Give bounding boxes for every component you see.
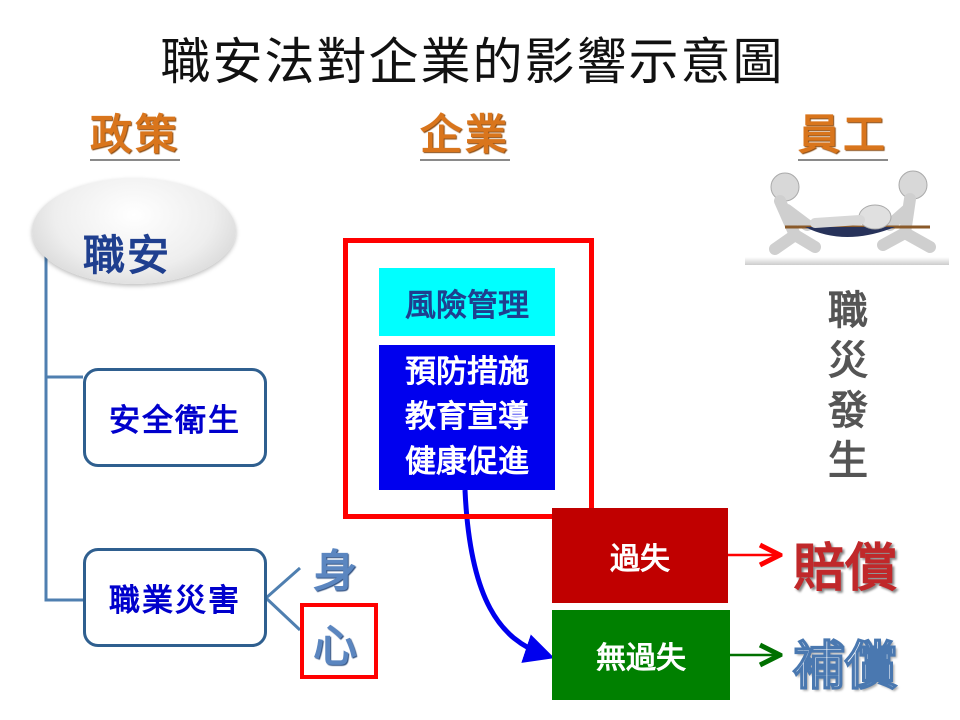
page-title: 職安法對企業的影響示意圖 <box>160 33 785 91</box>
policy-root-ellipse <box>32 178 236 284</box>
enterprise-frame <box>343 238 594 519</box>
injury-branch-lines <box>263 566 302 632</box>
branch-safety-health: 安全衛生 <box>83 368 267 467</box>
measure-prevention: 預防措施 <box>405 354 529 390</box>
event-char: 發 <box>828 388 868 434</box>
policy-root-label: 職安 <box>83 231 172 280</box>
column-header-policy: 政策 <box>90 110 181 161</box>
fault-box: 過失 <box>552 508 728 603</box>
risk-management-box: 風險管理 <box>379 268 555 336</box>
injury-mind: 心 <box>313 621 357 672</box>
event-char: 災 <box>828 338 868 384</box>
branch-occupational-injury: 職業災害 <box>83 548 267 647</box>
column-header-employee: 員工 <box>798 110 889 161</box>
tree-line <box>44 226 83 602</box>
column-header-enterprise: 企業 <box>420 110 511 161</box>
measure-education: 教育宣導 <box>405 399 529 435</box>
compensation-label: 賠償 <box>793 539 898 599</box>
injury-body: 身 <box>313 546 357 597</box>
injury-mind-frame <box>300 603 378 679</box>
measures-to-nofault-arrow <box>462 489 555 663</box>
measure-health: 健康促進 <box>405 444 529 480</box>
event-char: 職 <box>828 288 868 334</box>
occupational-accident-text: 職 災 發 生 <box>826 286 870 486</box>
no-fault-box: 無過失 <box>552 610 730 700</box>
event-char: 生 <box>828 438 868 484</box>
subsidy-label: 補償 <box>792 636 898 698</box>
stretcher-figures-image <box>745 170 949 265</box>
measures-box: 預防措施 教育宣導 健康促進 <box>379 345 555 490</box>
